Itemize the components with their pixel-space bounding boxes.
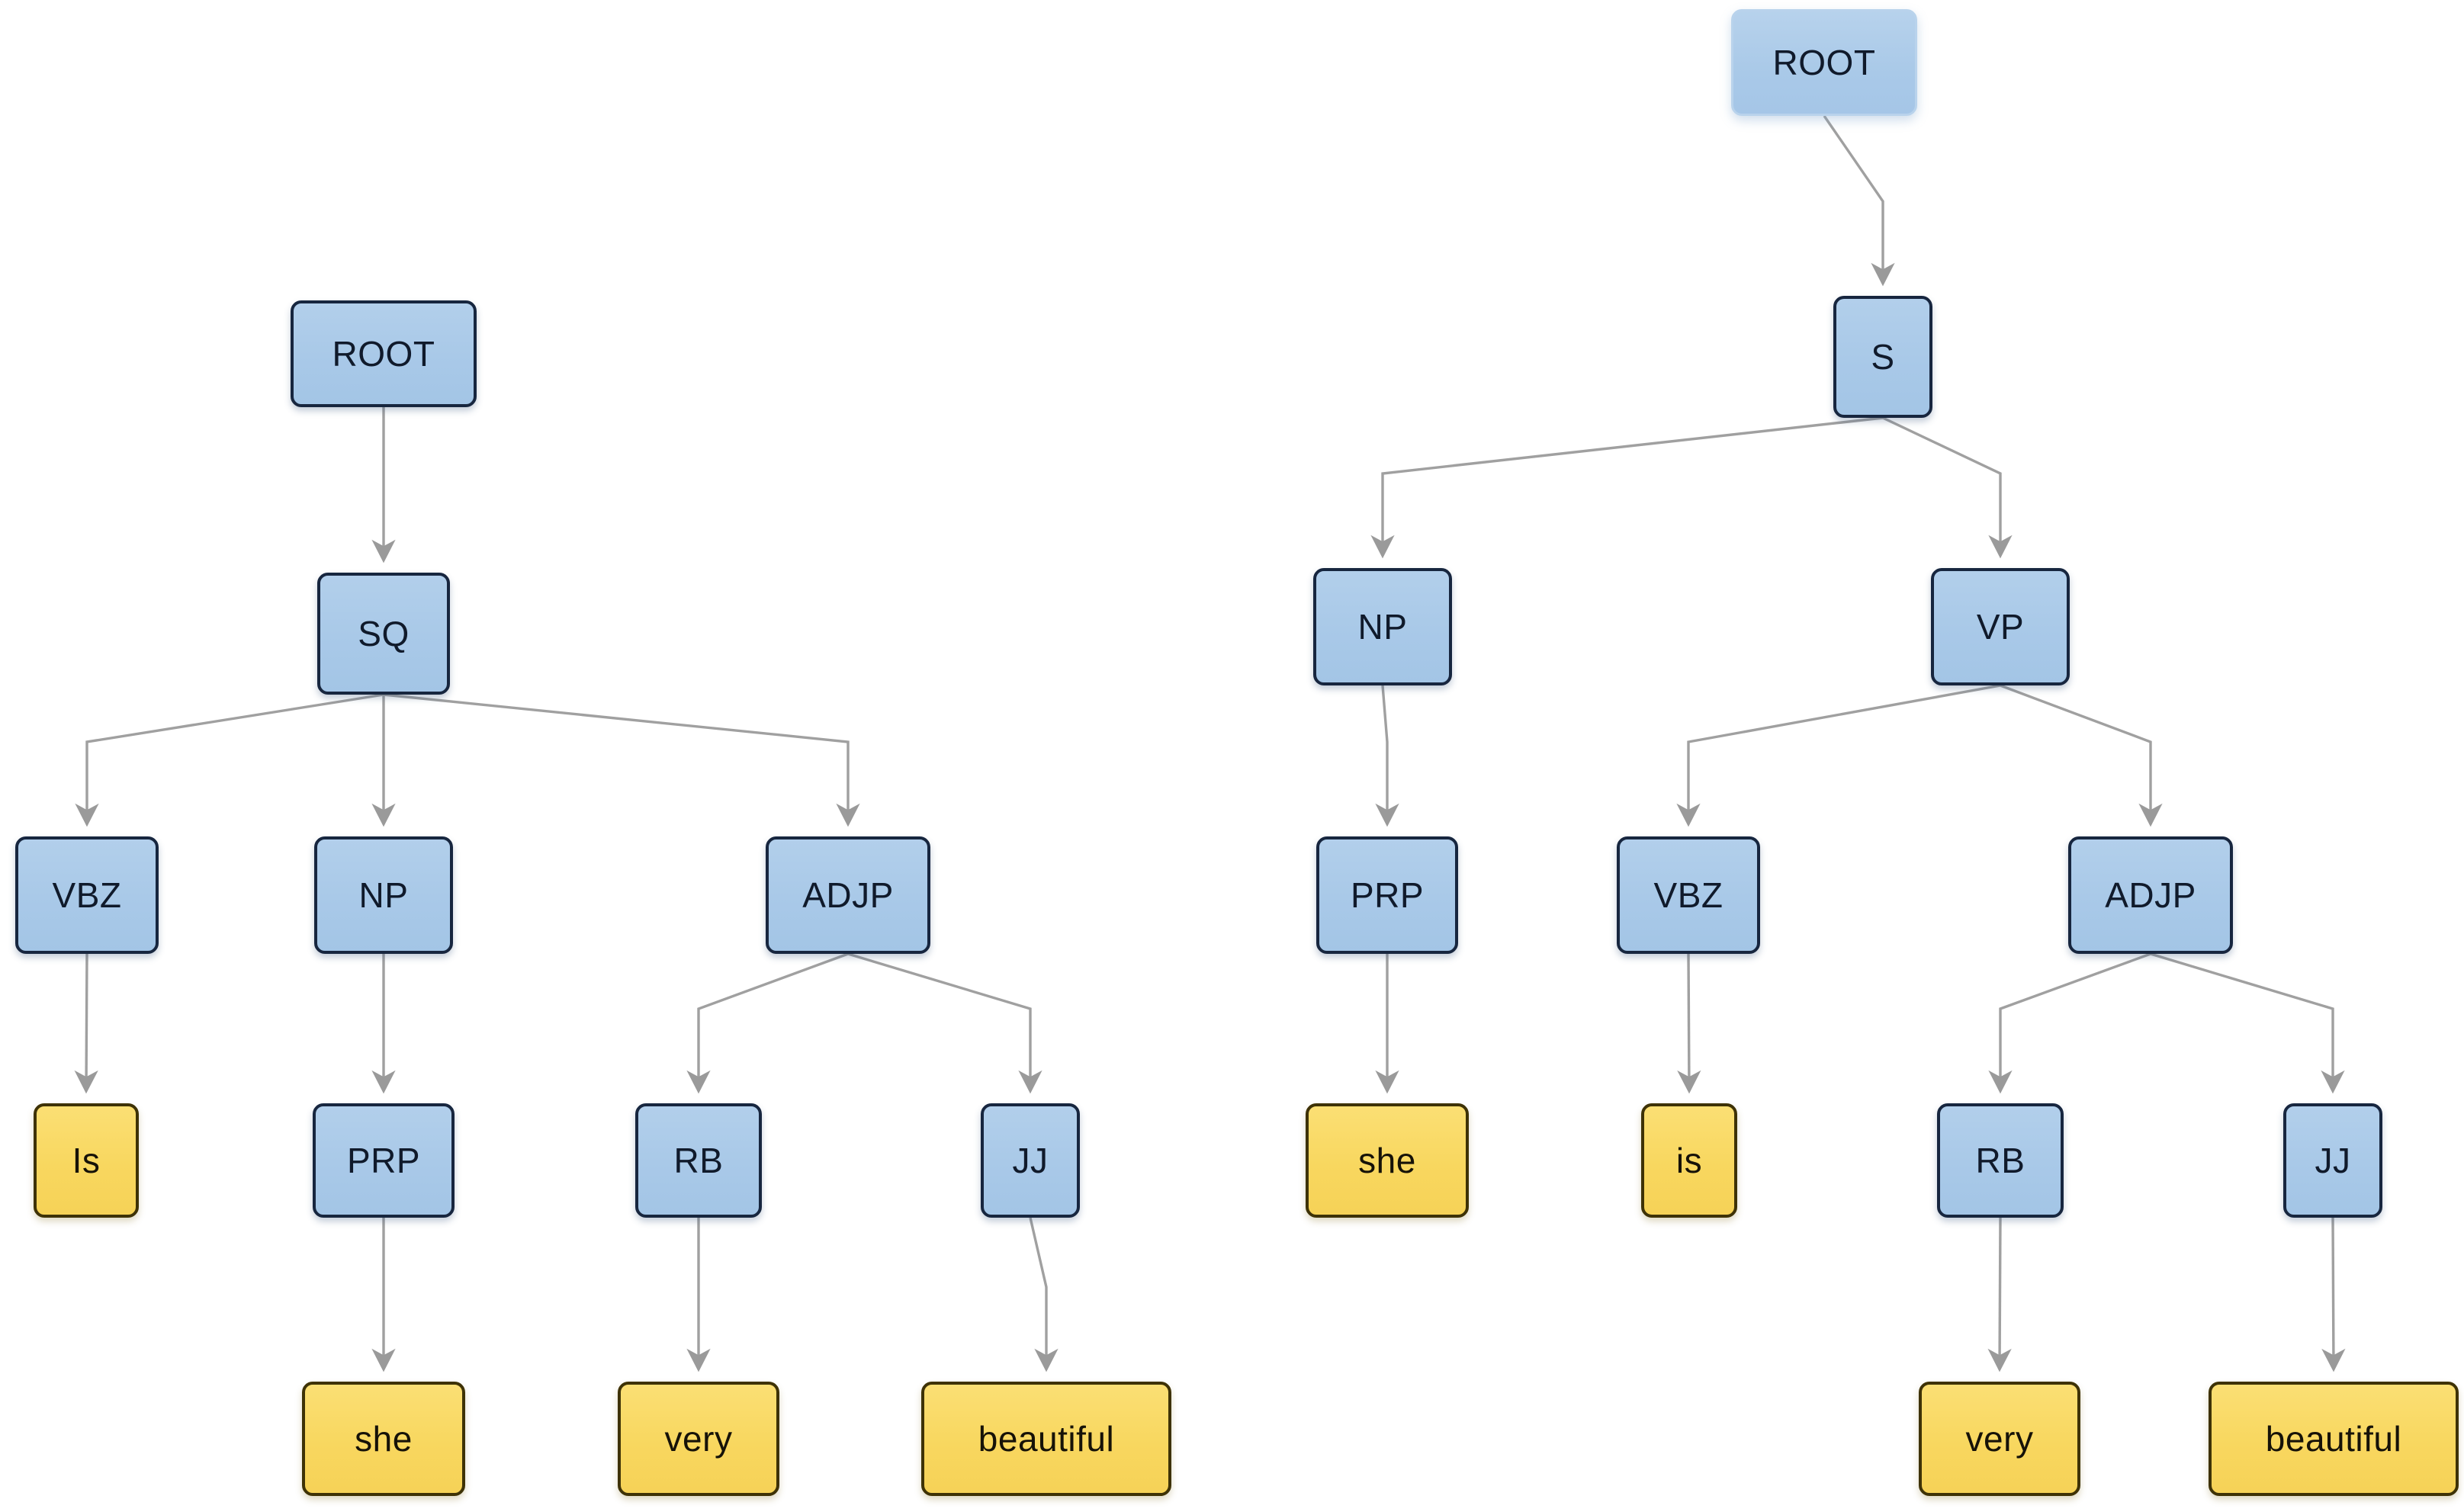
node-label: beautiful — [978, 1419, 1115, 1459]
terminal-node-she: she — [1306, 1103, 1469, 1218]
node-label: Is — [72, 1141, 101, 1180]
node-label: JJ — [1012, 1141, 1049, 1180]
node-label: is — [1675, 1141, 1703, 1180]
tree-edge — [1882, 416, 2013, 559]
nonterminal-node-adjp: ADJP — [766, 836, 930, 954]
tree-edge — [2150, 952, 2345, 1094]
node-label: VBZ — [52, 875, 122, 915]
node-label: very — [1965, 1419, 2034, 1459]
tree-edge — [1676, 684, 2001, 827]
nonterminal-node-rb: RB — [635, 1103, 762, 1218]
tree-edge — [1823, 115, 1895, 287]
node-label: JJ — [2315, 1141, 2351, 1180]
node-label: ADJP — [2105, 875, 2196, 915]
nonterminal-node-sq: SQ — [317, 573, 450, 695]
node-label: beautiful — [2265, 1419, 2402, 1459]
tree-edge — [74, 953, 98, 1094]
terminal-node-she: she — [302, 1382, 465, 1496]
tree-edge — [686, 952, 849, 1094]
node-label: VP — [1976, 607, 2025, 647]
nonterminal-node-prp: PRP — [1316, 836, 1458, 954]
terminal-node-beautiful: beautiful — [2209, 1382, 2459, 1496]
node-label: she — [1358, 1141, 1416, 1180]
nonterminal-node-root: ROOT — [1731, 9, 1917, 116]
nonterminal-node-jj: JJ — [981, 1103, 1080, 1218]
node-label: NP — [358, 875, 409, 915]
terminal-node-is: is — [1641, 1103, 1737, 1218]
node-label: RB — [673, 1141, 724, 1180]
node-label: she — [355, 1419, 413, 1459]
tree-edge — [75, 693, 384, 827]
nonterminal-node-np: NP — [314, 836, 453, 954]
node-label: NP — [1357, 607, 1408, 647]
tree-edge — [1370, 416, 1884, 559]
node-label: ROOT — [332, 334, 435, 374]
node-label: RB — [1975, 1141, 2025, 1180]
nonterminal-node-np: NP — [1313, 568, 1452, 685]
node-label: ROOT — [1772, 43, 1876, 82]
node-label: S — [1871, 337, 1895, 377]
nonterminal-node-adjp: ADJP — [2068, 836, 2233, 954]
tree-edge — [2321, 1217, 2346, 1372]
tree-edge — [2000, 684, 2163, 827]
nonterminal-node-root: ROOT — [291, 300, 477, 407]
nonterminal-node-prp: PRP — [313, 1103, 455, 1218]
node-label: ADJP — [802, 875, 894, 915]
nonterminal-node-vp: VP — [1931, 568, 2070, 685]
terminal-node-very: very — [1919, 1382, 2080, 1496]
tree-edge — [1029, 1217, 1059, 1372]
node-label: PRP — [1350, 875, 1425, 915]
nonterminal-node-s: S — [1833, 296, 1932, 418]
node-label: very — [664, 1419, 733, 1459]
terminal-node-very: very — [618, 1382, 779, 1496]
node-label: VBZ — [1653, 875, 1724, 915]
tree-edge — [847, 952, 1042, 1094]
nonterminal-node-rb: RB — [1937, 1103, 2064, 1218]
nonterminal-node-vbz: VBZ — [15, 836, 159, 954]
tree-edge — [1988, 952, 2151, 1094]
nonterminal-node-jj: JJ — [2283, 1103, 2382, 1218]
tree-edge — [383, 693, 860, 827]
node-label: PRP — [346, 1141, 421, 1180]
tree-edge — [1677, 953, 1701, 1094]
node-label: SQ — [358, 614, 410, 653]
terminal-node-is: Is — [34, 1103, 139, 1218]
nonterminal-node-vbz: VBZ — [1617, 836, 1760, 954]
tree-edge — [1375, 685, 1399, 827]
terminal-node-beautiful: beautiful — [921, 1382, 1171, 1496]
